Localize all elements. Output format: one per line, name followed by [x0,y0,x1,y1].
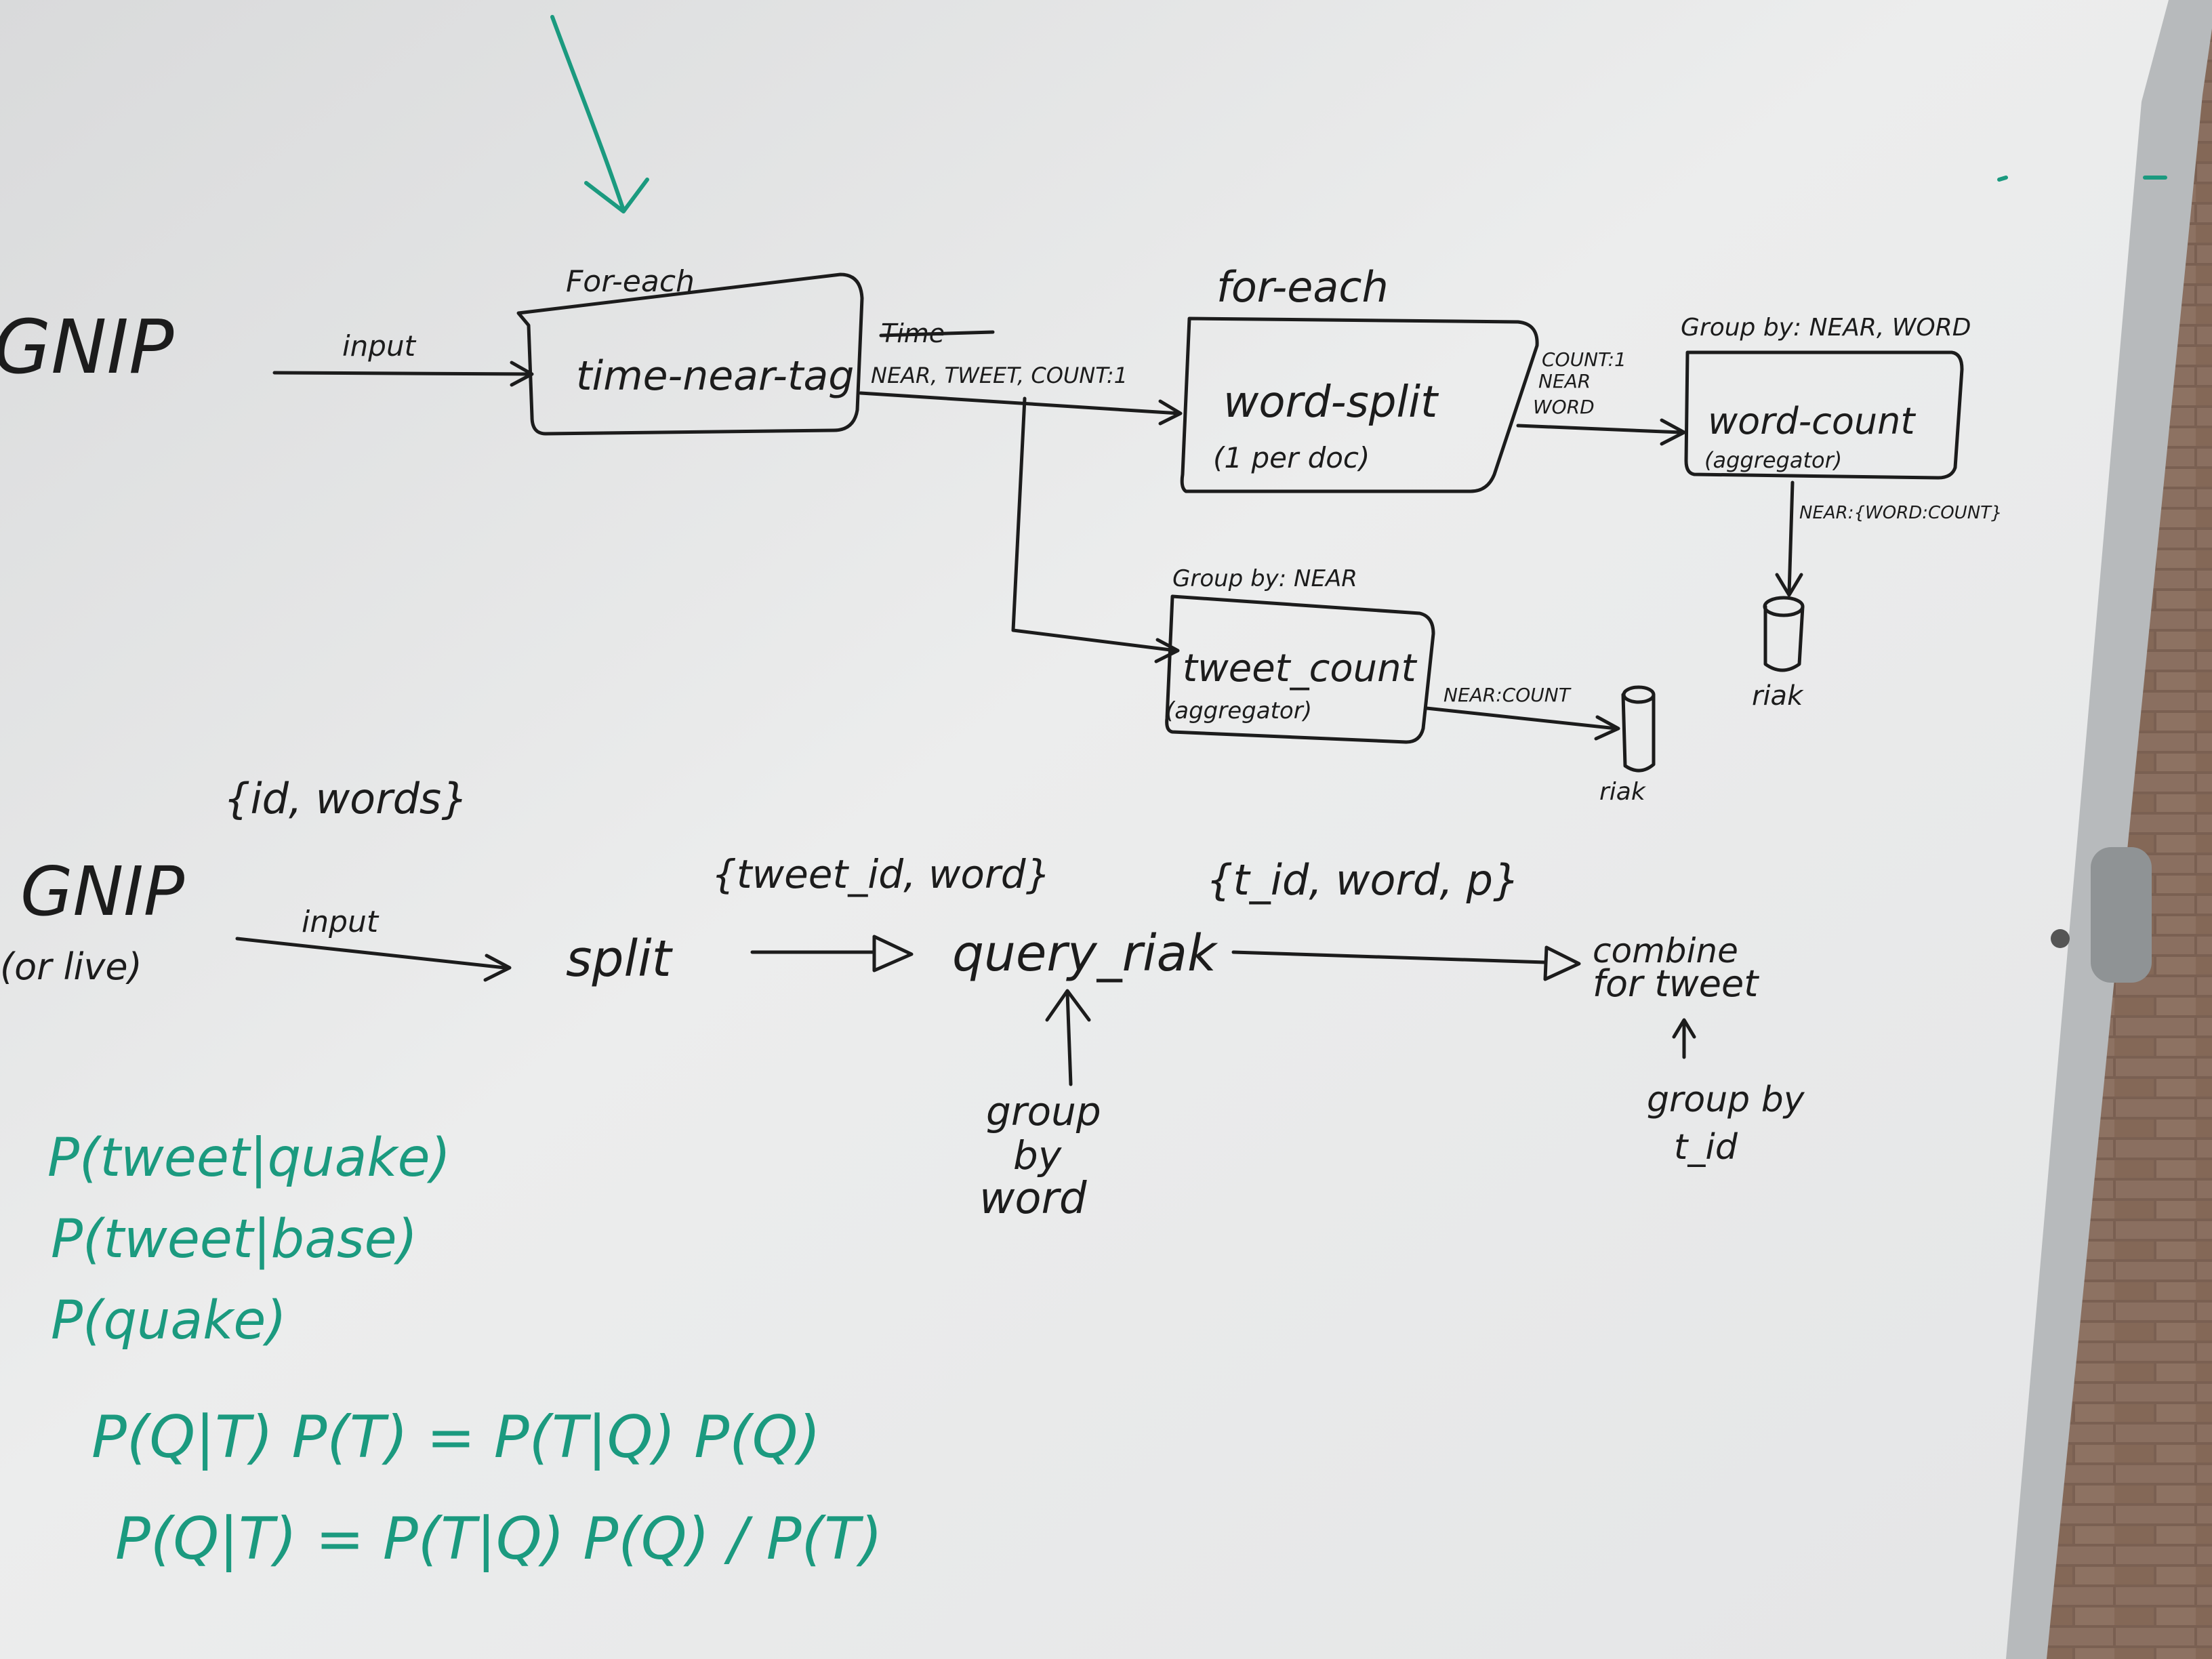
clamp-screw [2051,929,2070,948]
riak-cylinder-1 [1763,605,1805,672]
edge-to-word-count [1516,424,1683,434]
edge-4-label: NEAR:COUNT [1443,684,1572,706]
node-tweet-count: tweet_count [1183,647,1418,691]
edge-input-top [272,371,531,376]
combine-line-1: combine [1593,931,1738,970]
edge-query-combine [1231,950,1547,964]
group-by-near-word: Group by: NEAR, WORD [1681,314,1971,342]
group-by-near: Group by: NEAR [1172,565,1357,592]
edge-to-riak-2 [1425,706,1618,731]
input-label-top: input [342,329,417,363]
group-by-word-2: by [1013,1132,1062,1179]
formula-5: P(Q|T) = P(T|Q) P(Q) / P(T) [115,1505,882,1573]
node-tweet-count-box [1165,594,1435,744]
green-arrow [550,15,626,212]
group-by-word-3: word [979,1174,1087,1224]
edge-1-label: NEAR, TWEET, COUNT:1 [871,363,1128,388]
node-word-count-sub: (aggregator) [1704,447,1842,473]
gnip-bottom: GNIP [20,852,185,931]
edge-to-riak-1 [1787,480,1795,595]
green-arrow-head [584,178,649,213]
group-by-tid-1: group by [1647,1080,1805,1120]
edge-3-label: NEAR:{WORD:COUNT} [1799,503,2003,523]
edge-2-label-2: NEAR [1538,370,1591,392]
node-time-near-tag-box [516,272,864,436]
combine-line-2: for tweet [1593,962,1759,1005]
formula-1: P(tweet|quake) [47,1128,451,1189]
input-label-bottom: input [302,905,380,939]
node-word-split-box [1180,316,1539,493]
formula-4: P(Q|T) P(T) = P(T|Q) P(Q) [91,1404,821,1471]
tuple-t-id-word-p: {t_id, word, p} [1206,855,1519,905]
edge-2-label-3: WORD [1533,396,1595,418]
formula-3: P(quake) [51,1290,287,1351]
gnip-top: GNIP [0,304,174,390]
tuple-id-words: {id, words} [224,774,468,823]
foreach-2: for-each [1216,262,1389,312]
gnip-bottom-sub: (or live) [0,945,142,988]
group-by-word-1: group [986,1088,1101,1134]
riak-cylinder-2 [1621,693,1656,773]
edge-to-tweet-count [1011,396,1178,653]
node-time-near-tag: time-near-tag [576,352,854,400]
node-tweet-count-sub: (aggregator) [1166,697,1312,724]
tuple-tweet-id-word: {tweet_id, word} [712,851,1050,897]
node-word-split-sub: (1 per doc) [1213,441,1370,474]
formula-2: P(tweet|base) [51,1209,417,1270]
edge-input-bottom [235,937,507,970]
riak-1: riak [1752,680,1804,712]
riak-2: riak [1599,778,1647,806]
arrow-up-group-word [1065,991,1073,1086]
frame-clamp [2091,847,2152,983]
node-word-count-box [1684,350,1964,480]
node-word-count: word-count [1708,400,1916,443]
node-word-split: word-split [1223,377,1439,428]
group-by-tid-2: t_id [1674,1127,1738,1168]
edge-to-word-split [859,391,1181,415]
edge-2-label-1: COUNT:1 [1542,348,1626,371]
query-riak-node: query_riak [952,924,1218,983]
split-node: split [566,930,674,988]
